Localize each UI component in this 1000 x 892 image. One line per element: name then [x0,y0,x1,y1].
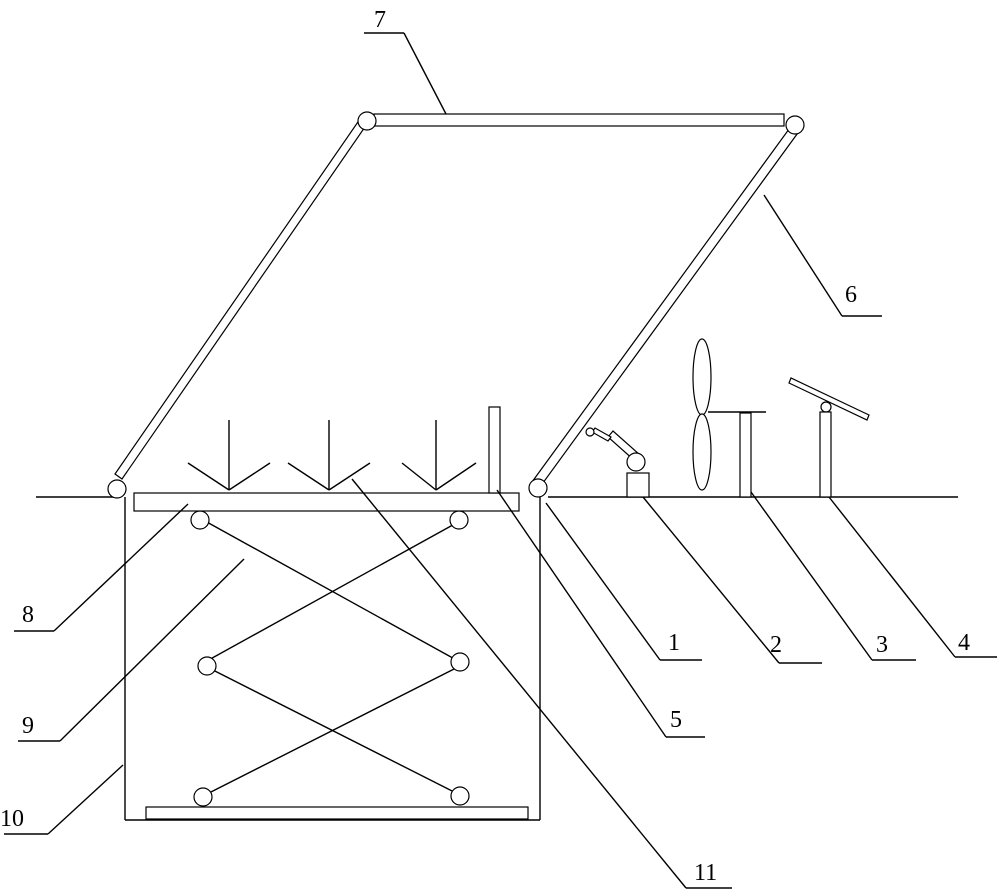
label-9: 9 [22,713,34,739]
scissor-lift [191,511,469,806]
scissor-joint [198,657,216,675]
label-1: 1 [668,630,680,656]
scissor-joint [451,653,469,671]
label-10: 10 [0,806,24,832]
wind-turbine [693,339,766,497]
right-rod [532,125,800,487]
top-rod [374,114,784,126]
pit-box [125,497,540,820]
top-plate [134,493,519,511]
label-8: 8 [22,602,34,628]
actuator-base [627,473,649,497]
label-6: 6 [845,282,857,308]
label-4: 4 [958,630,970,656]
actuator-pivot [627,453,645,471]
label-2: 2 [770,632,782,658]
scissor-joint [451,787,469,805]
label-7: 7 [374,7,386,33]
solar-pivot [821,402,831,412]
label-11: 11 [694,860,717,886]
label-5: 5 [670,707,682,733]
hinge-left-top [358,112,376,130]
scissor-joint [191,511,209,529]
hinge-left-bottom [108,480,126,498]
bottom-plate [146,807,528,819]
actuator-tip [586,428,594,436]
hinge-right-top [786,116,804,134]
turbine-blade-bottom [693,414,711,490]
plants [188,420,476,490]
scissor-joint [450,511,468,529]
solar-panel [789,378,869,497]
scissor-joint [194,788,212,806]
hinge-right-bottom [529,479,547,497]
solar-post [820,412,831,497]
actuator-rod [592,428,611,441]
turbine-tower [740,413,751,497]
actuator [586,428,649,497]
label-3: 3 [876,632,888,658]
sensor-post [489,407,500,493]
turbine-blade-top [693,339,711,415]
